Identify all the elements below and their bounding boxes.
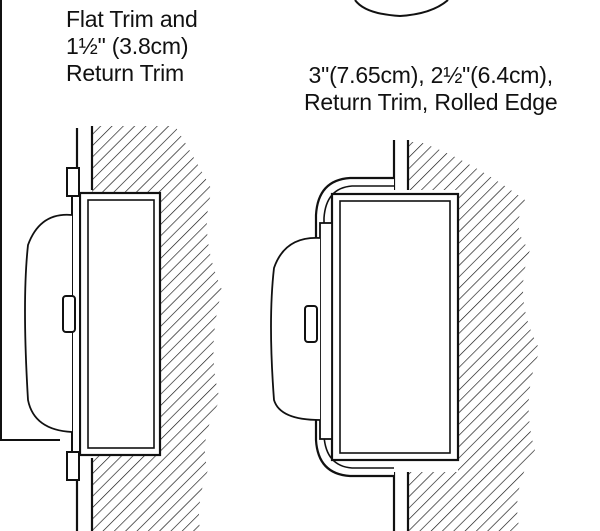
left-flat-trim-figure: [24, 126, 222, 531]
left-caption-line-2: 1½" (3.8cm): [66, 33, 189, 59]
top-fixture-edge: [354, 0, 449, 18]
right-fixture-cover: [270, 237, 321, 421]
left-caption: Flat Trim and 1½" (3.8cm) Return Trim: [66, 6, 198, 87]
right-rolled-edge-figure: [270, 140, 540, 531]
left-fixture-cover: [24, 213, 73, 433]
left-caption-line-3: Return Trim: [66, 60, 184, 86]
left-cover-handle: [62, 295, 76, 333]
left-caption-line-1: Flat Trim and: [66, 6, 198, 32]
right-caption-line-2: Return Trim, Rolled Edge: [304, 89, 558, 115]
right-cover-handle: [304, 305, 318, 343]
right-caption-line-1: 3"(7.65cm), 2½"(6.4cm),: [308, 62, 554, 88]
right-enclosure-box: [330, 192, 460, 462]
left-frame-edge: [0, 0, 60, 441]
right-caption: 3"(7.65cm), 2½"(6.4cm), Return Trim, Rol…: [304, 62, 558, 116]
left-enclosure-box: [78, 191, 162, 457]
